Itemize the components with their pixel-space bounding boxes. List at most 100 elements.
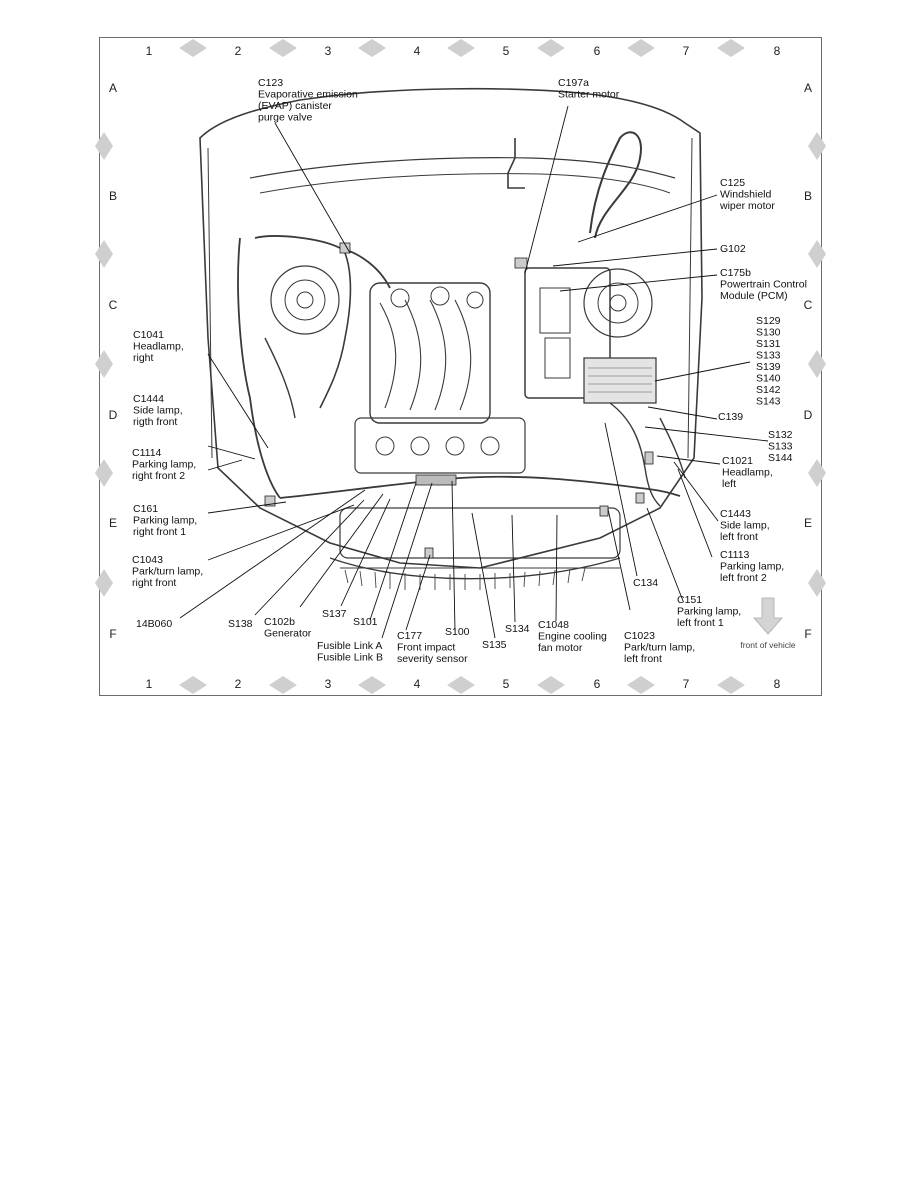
callout-g102-line-1: G102 [720,243,746,255]
callout-s137-line-1: S137 [322,608,347,620]
callout-fusible-line-1: Fusible Link A [317,640,382,652]
leader-c1041 [207,353,269,449]
callout-c1443-line-1: C1443 [720,508,751,520]
callout-c177-line-3: severity sensor [397,653,468,665]
grid-marker-left-2 [95,240,113,268]
leader-s134 [511,514,516,623]
grid-marker-top-5 [537,39,565,57]
leader-c161 [207,501,287,514]
callout-c123-line-2: Evaporative emission [258,89,358,101]
column-label-bottom-4: 4 [414,677,421,691]
grid-marker-bottom-5 [537,676,565,694]
callout-s135-line-1: S135 [482,639,507,651]
row-label-right-A: A [804,81,812,95]
grid-marker-top-2 [269,39,297,57]
grid-marker-right-1 [808,132,826,160]
column-label-top-7: 7 [683,44,690,58]
hood-outline [199,87,703,569]
column-label-top-4: 4 [414,44,421,58]
callout-splices2-line-1: S132 [768,429,793,441]
callout-c1021-line-1: C1021 [722,455,753,467]
leader-c1048 [555,514,558,622]
callout-c125-line-3: wiper motor [719,200,775,212]
grid-marker-top-1 [179,39,207,57]
callout-splices1-line-4: S133 [756,350,781,362]
callout-c1113-line-3: left front 2 [720,572,767,584]
callout-s100-line-1: S100 [445,626,470,638]
row-label-left-B: B [109,189,117,203]
row-label-left-C: C [109,298,118,312]
leader-s138 [254,499,365,616]
leader-c1023 [607,508,631,611]
callout-c1023-line-1: C1023 [624,630,655,642]
callout-splices2-line-2: S133 [768,441,793,453]
leader-c1444 [207,445,256,460]
row-label-left-E: E [109,516,117,530]
grid-marker-left-1 [95,132,113,160]
leader-g102 [552,248,718,267]
callout-c1114-line-1: C1114 [132,447,162,459]
row-label-left-F: F [109,627,116,641]
leader-c1114 [207,459,243,471]
callout-splices1-line-7: S142 [756,384,781,396]
callout-c123-line-4: purge valve [258,112,312,124]
callout-splices1-line-6: S140 [756,373,781,385]
callout-c1043-line-3: right front [132,577,176,589]
column-label-top-8: 8 [774,44,781,58]
column-label-bottom-5: 5 [503,677,510,691]
callout-c1443-line-3: left front [720,531,758,543]
callout-c1444-line-3: rigth front [133,416,177,428]
callout-splices1-line-8: S143 [756,396,781,408]
leader-c1113 [677,468,713,558]
leader-s135 [471,512,496,639]
callout-c125-line-1: C125 [720,177,745,189]
callout-c1114-line-2: Parking lamp, [132,459,196,471]
leader-c102b [299,493,384,608]
callout-c139-line-1: C139 [718,411,743,423]
callout-c139: C139 [718,411,743,423]
callout-c1048-line-1: C1048 [538,619,569,631]
leader-splices1 [654,361,751,382]
callout-c1021-line-3: left [722,478,736,490]
callout-fusible-line-2: Fusible Link B [317,652,383,664]
callout-c197a-line-1: C197a [558,77,589,89]
row-label-right-E: E [804,516,812,530]
callout-c123-line-3: (EVAP) canister [258,100,332,112]
leader-c123 [274,122,351,254]
grid-marker-top-3 [358,39,386,57]
callout-c175b-line-3: Module (PCM) [720,290,788,302]
grid-marker-bottom-6 [627,676,655,694]
callout-c1041-line-1: C1041 [133,329,164,341]
column-label-top-3: 3 [325,44,332,58]
column-label-top-5: 5 [503,44,510,58]
callout-s101-line-1: S101 [353,616,378,628]
callout-s100: S100 [445,626,470,638]
callout-c1444-line-1: C1444 [133,393,164,405]
column-label-bottom-1: 1 [146,677,153,691]
column-label-bottom-7: 7 [683,677,690,691]
callout-c161-line-3: right front 1 [133,526,186,538]
callout-c102b-line-2: Generator [264,628,312,640]
callout-s138: S138 [228,618,253,630]
grid-marker-right-4 [808,459,826,487]
row-label-left-A: A [109,81,117,95]
leader-s101 [369,482,417,621]
callout-c175b-line-1: C175b [720,267,751,279]
row-label-right-B: B [804,189,812,203]
callout-14b060-line-1: 14B060 [136,618,172,630]
callout-c102b-line-1: C102b [264,616,295,628]
